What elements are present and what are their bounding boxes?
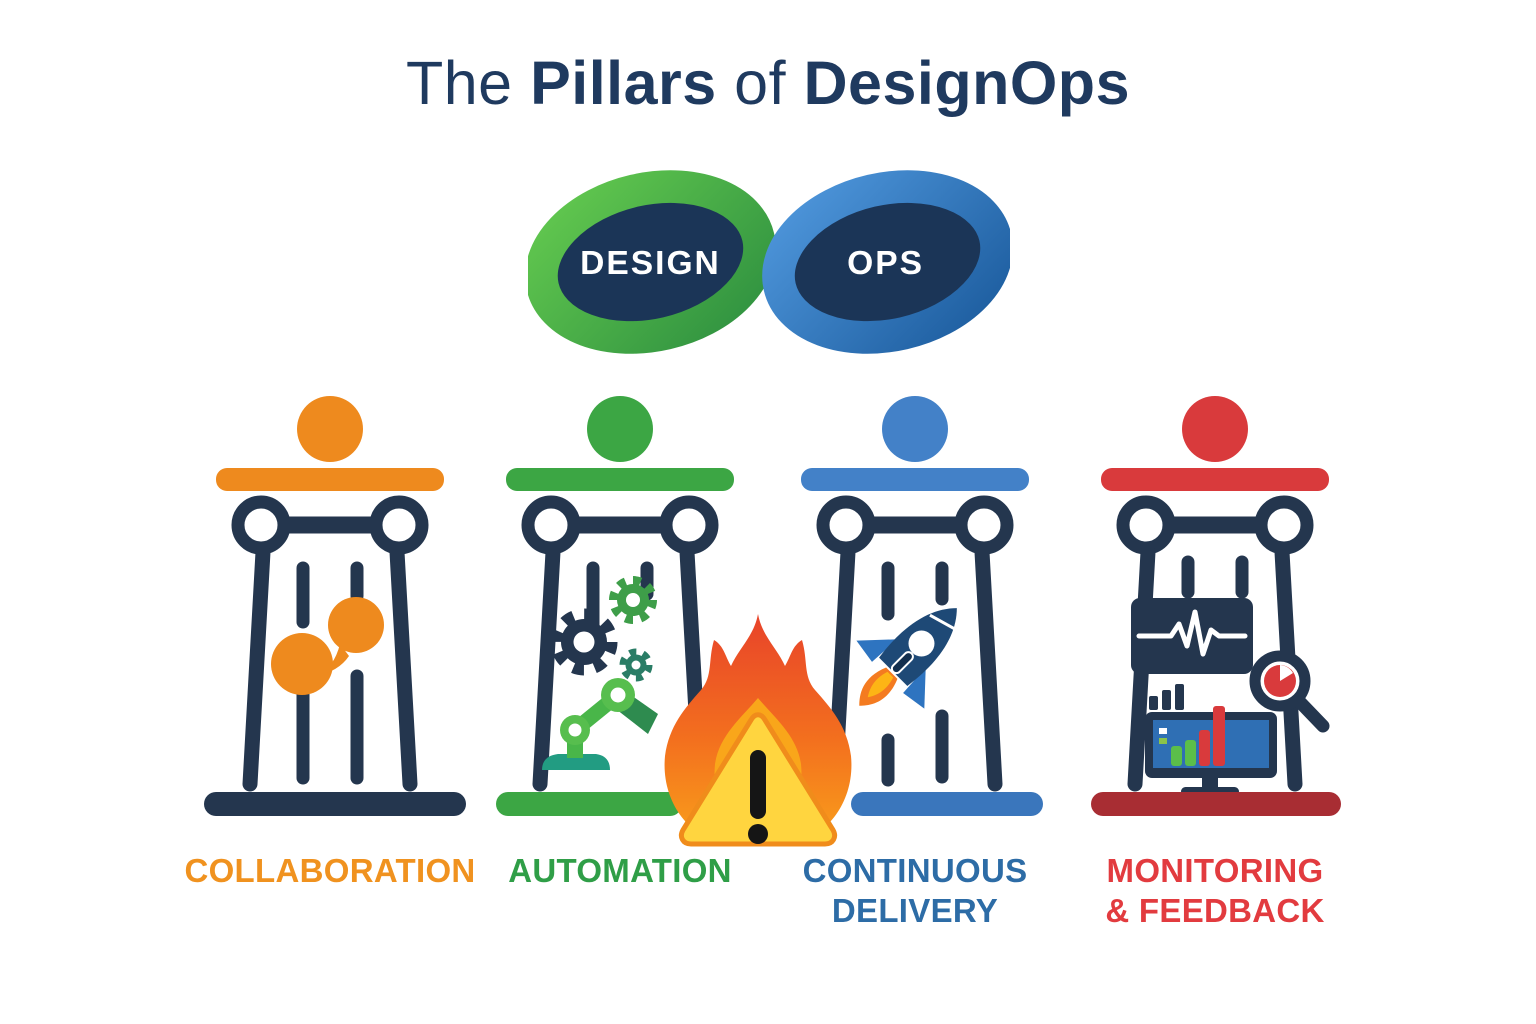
chat-bubbles-icon [271, 597, 384, 695]
ops-label: OPS [847, 245, 924, 282]
design-label: DESIGN [580, 245, 721, 282]
heartbeat-monitor-icon [1131, 598, 1253, 674]
pillar-base [1091, 792, 1341, 816]
label-line: CONTINUOUS [802, 852, 1028, 889]
pillar-head [1182, 396, 1248, 462]
label-collaboration: COLLABORATION [170, 851, 490, 891]
pillar-top-bar [216, 468, 444, 491]
warning-triangle-icon [678, 712, 838, 847]
fire-warning-icon [664, 614, 852, 847]
pillar-head [587, 396, 653, 462]
gear-large-icon [550, 608, 618, 676]
title-word-pillars: Pillars [530, 49, 717, 117]
label-line: MONITORING [1106, 852, 1324, 889]
pillar-capital [816, 495, 1014, 555]
pillar-capital [1116, 495, 1314, 555]
steps-icon [1149, 684, 1184, 710]
bar-chart-monitor-icon [1145, 706, 1277, 796]
label-line: AUTOMATION [508, 852, 732, 889]
page-title: The Pillars of DesignOps [0, 48, 1536, 118]
title-word-of: of [734, 49, 787, 117]
pillar-base [851, 792, 1043, 816]
infinity-loop-icon: DESIGN OPS [528, 170, 1010, 354]
exclamation-dot [748, 824, 768, 844]
pillar-capital [231, 495, 429, 555]
pillar-base [496, 792, 682, 816]
pillar-base [204, 792, 466, 816]
gear-green-icon [609, 576, 657, 624]
pillar-head [297, 396, 363, 462]
title-word-designops: DesignOps [803, 49, 1130, 117]
pillar-fluting [296, 561, 364, 785]
gear-small-icon [619, 648, 653, 682]
title-word-the: The [406, 49, 513, 117]
pillar-top-bar [506, 468, 734, 491]
pillar-fluting [881, 561, 949, 787]
label-line: COLLABORATION [184, 852, 476, 889]
rocket-icon [856, 608, 957, 709]
pillar-top-bar [801, 468, 1029, 491]
pillar-top-bar [1101, 468, 1329, 491]
robot-arm-icon [542, 678, 658, 770]
label-monitoring-feedback: MONITORING & FEEDBACK [1055, 851, 1375, 931]
label-automation: AUTOMATION [460, 851, 780, 891]
pillar-accent-head [506, 396, 734, 491]
magnifier-pie-icon [1249, 650, 1330, 733]
pillar-accent-head [801, 396, 1029, 491]
pillar-capital [521, 495, 719, 555]
pillar-head [882, 396, 948, 462]
pillar-collaboration [204, 396, 466, 816]
label-line: DELIVERY [831, 892, 999, 929]
pillar-monitoring-feedback [1091, 396, 1341, 816]
pillar-fluting [1181, 555, 1249, 599]
label-line: & FEEDBACK [1105, 892, 1325, 929]
label-continuous-delivery: CONTINUOUS DELIVERY [755, 851, 1075, 931]
pillar-legs [242, 544, 418, 792]
ops-loop [762, 170, 1010, 354]
pillar-automation [496, 396, 734, 816]
design-loop [528, 170, 776, 354]
pillar-accent-head [216, 396, 444, 491]
pillar-accent-head [1101, 396, 1329, 491]
